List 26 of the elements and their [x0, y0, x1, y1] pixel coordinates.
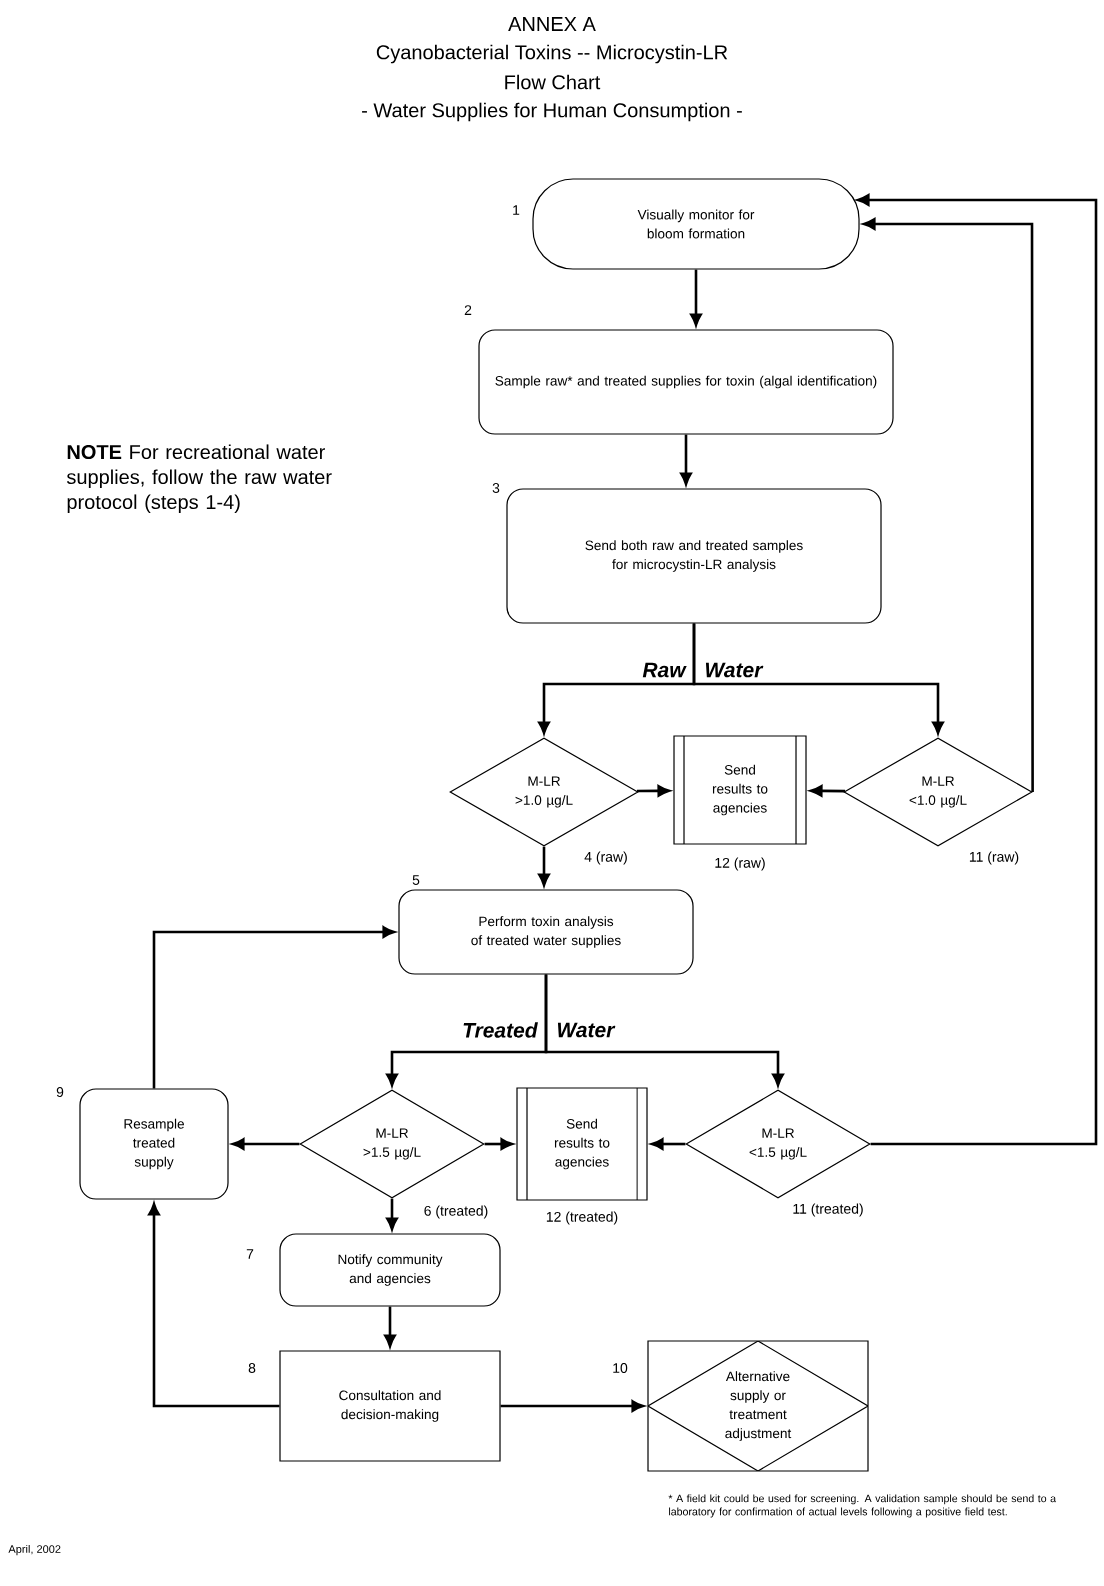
arrow [650, 1138, 686, 1150]
title: ANNEX A [508, 17, 596, 31]
edge-label: Treated [463, 1022, 538, 1038]
arrow [384, 1306, 396, 1348]
arrow [500, 1400, 645, 1412]
subtitle: Cyanobacterial Toxins -- Microcystin-LR [376, 44, 728, 64]
arrow [690, 269, 702, 327]
edge-label: Water [557, 1022, 616, 1038]
arrow [231, 1138, 300, 1150]
arrow [862, 218, 1034, 792]
edge-label: Raw [642, 662, 687, 678]
arrow [538, 846, 550, 887]
arrow [386, 1198, 398, 1231]
arrow [148, 1202, 280, 1408]
arrow [636, 785, 671, 797]
arrow [692, 623, 944, 735]
subtitle: Flow Chart [505, 74, 601, 90]
subtitle: - Water Supplies for Human Consumption - [362, 102, 742, 122]
arrow [544, 974, 784, 1087]
arrow [856, 194, 1098, 1146]
arrow [484, 1138, 514, 1150]
arrow [809, 785, 846, 797]
arrow [680, 434, 692, 486]
edge-label: Water [705, 662, 764, 678]
arrow [152, 926, 396, 1089]
note: NOTE For recreational water supplies, follow the raw water protocol (steps 1-4) [66, 444, 332, 514]
